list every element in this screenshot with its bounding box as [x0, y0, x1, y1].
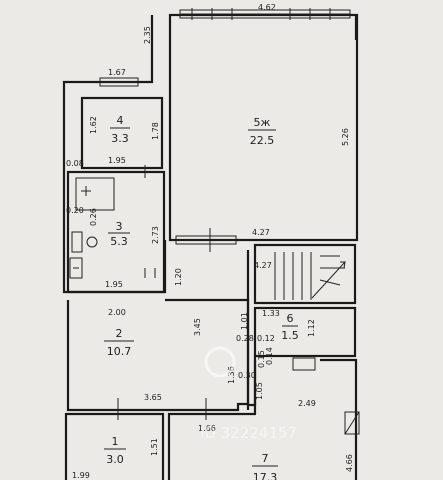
room-area-7: 17.3 — [253, 471, 278, 480]
watermark-logo-icon — [204, 346, 236, 378]
wall-room-4 — [80, 96, 164, 170]
room-area-5: 22.5 — [250, 134, 275, 147]
room-number-5: 5ж — [254, 116, 271, 129]
dimension-label: 2.00 — [108, 308, 126, 317]
room-labels: 4 3.3 5ж 22.5 3 5.3 2 10.7 6 1.5 1 3.0 7… — [104, 114, 299, 480]
windows — [99, 8, 351, 420]
room-number-3: 3 — [116, 220, 123, 233]
sink-fixture — [71, 231, 83, 253]
wall-room-5 — [168, 13, 359, 242]
dimension-label: 0.30 — [238, 371, 256, 380]
dimension-label: 1.99 — [72, 471, 90, 480]
staircase — [274, 252, 347, 300]
watermark: ID 32224157 — [200, 346, 297, 442]
dimension-label: 0.28 — [236, 334, 254, 343]
dimension-label: 1.51 — [150, 438, 159, 456]
dimension-label: 1.62 — [89, 116, 98, 134]
room-area-2: 10.7 — [107, 345, 132, 358]
dimension-labels: 4.62 2.35 1.67 1.62 1.78 5.26 0.08 1.95 … — [66, 3, 354, 480]
dimension-label: 1.36 — [227, 366, 236, 384]
dimension-label: 1.20 — [174, 268, 183, 286]
dimension-label: 0.26 — [89, 208, 98, 226]
dimension-label: 1.66 — [198, 424, 216, 433]
dimension-label: 4.66 — [345, 454, 354, 472]
dimension-label: 1.05 — [255, 382, 264, 400]
dimension-label: 5.26 — [341, 128, 350, 146]
walls — [62, 13, 359, 480]
wall-room-7 — [167, 360, 257, 480]
dimension-label: 0.15 — [257, 350, 266, 368]
dimension-label: 2.49 — [298, 399, 316, 408]
fixtures — [69, 177, 360, 435]
dimension-label: 1.01 — [240, 312, 249, 330]
dimension-label: 1.67 — [108, 68, 126, 77]
dimension-label: 4.27 — [254, 261, 272, 270]
room-number-4: 4 — [117, 114, 124, 127]
dimension-label: 3.65 — [144, 393, 162, 402]
toilet-fixture — [86, 236, 98, 248]
room-number-2: 2 — [116, 327, 123, 340]
dimension-label: 1.95 — [108, 156, 126, 165]
room-area-3: 5.3 — [110, 235, 128, 248]
room-area-4: 3.3 — [111, 132, 129, 145]
dimension-label: 1.78 — [151, 122, 160, 140]
dimension-label: 2.35 — [143, 26, 152, 44]
dimension-label: 0.20 — [66, 206, 84, 215]
dimension-label: 1.12 — [307, 319, 316, 337]
room-area-6: 1.5 — [281, 329, 299, 342]
dimension-label: 0.12 — [257, 334, 275, 343]
dimension-label: 4.27 — [252, 228, 270, 237]
dimension-label: 0.14 — [265, 347, 274, 365]
dimension-label: 0.08 — [66, 159, 84, 168]
wall-room-3 — [66, 170, 166, 294]
wall-room-1 — [64, 412, 165, 480]
washer-fixture — [69, 257, 83, 279]
dimension-label: 1.33 — [262, 309, 280, 318]
watermark-text: ID 32224157 — [200, 424, 297, 442]
dimension-label: 1.95 — [105, 280, 123, 289]
dimension-label: 3.45 — [193, 318, 202, 336]
room-number-1: 1 — [112, 435, 119, 448]
boiler-fixture — [344, 411, 360, 435]
wall-room-6 — [253, 306, 357, 358]
dimension-label: 2.73 — [151, 226, 160, 244]
room-number-6: 6 — [287, 312, 294, 325]
dimension-label: 4.62 — [258, 3, 276, 12]
room-number-7: 7 — [262, 452, 269, 465]
bathtub-fixture — [75, 177, 115, 211]
wall-stairs — [253, 243, 357, 305]
room-area-1: 3.0 — [106, 453, 124, 466]
